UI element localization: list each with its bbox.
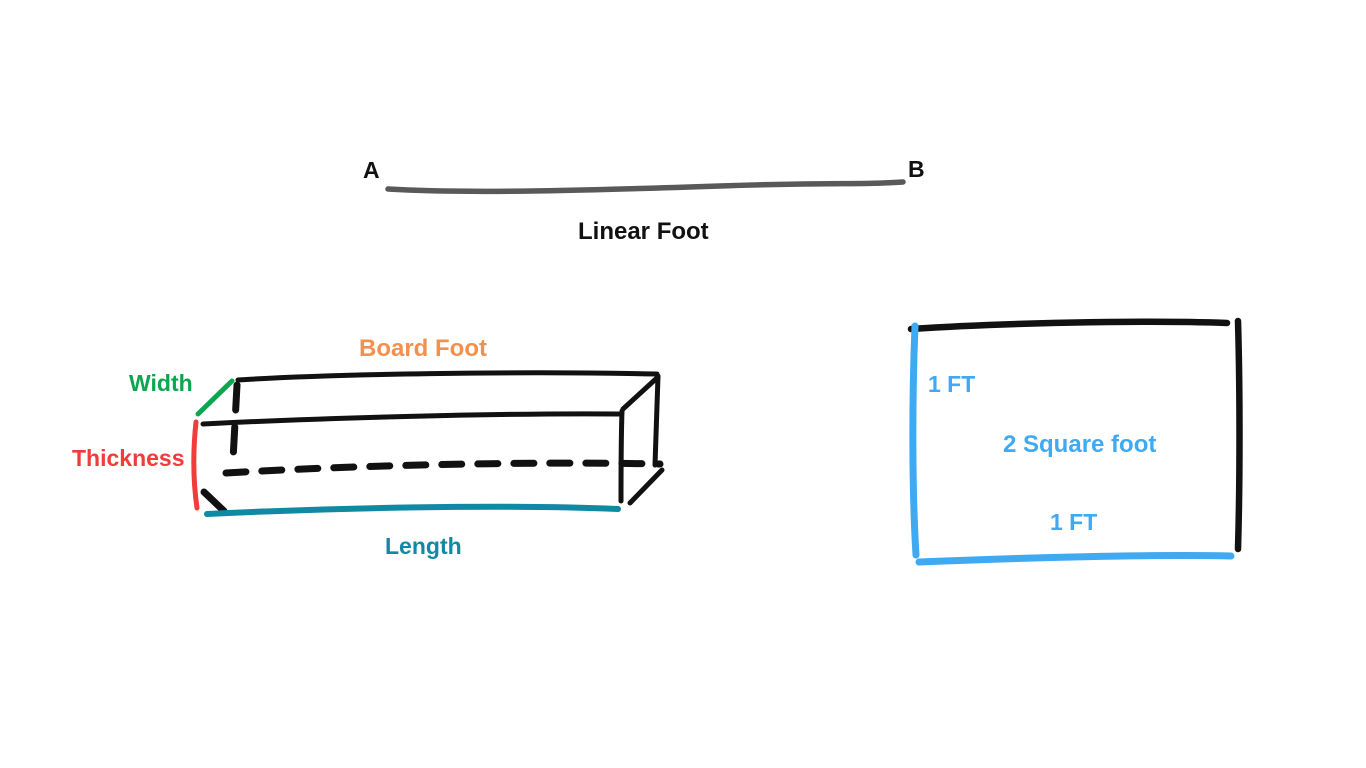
square-top-edge <box>907 318 1231 333</box>
square-bottom-edge <box>915 551 1235 566</box>
square-right-edge <box>1234 317 1243 553</box>
board-sketch <box>200 370 665 515</box>
board-foot-title: Board Foot <box>359 335 487 362</box>
board-hidden-left-edge <box>229 381 241 464</box>
square-left-side-label: 1 FT <box>928 371 976 397</box>
board-hidden-bottom-edge <box>222 459 664 477</box>
board-front-right-edge <box>618 408 625 504</box>
thickness-label: Thickness <box>72 445 185 471</box>
point-b-label: B <box>908 156 925 182</box>
linear-foot-line <box>385 179 906 195</box>
length-indicator-line <box>204 503 621 517</box>
square-foot-sketch <box>907 317 1243 566</box>
board-top-back-edge <box>235 370 660 383</box>
square-area-label: 2 Square foot <box>1003 431 1157 458</box>
board-bottom-left-corner <box>200 488 228 515</box>
thickness-indicator-line <box>191 419 200 511</box>
square-bottom-side-label: 1 FT <box>1050 509 1098 535</box>
length-label: Length <box>385 533 462 559</box>
board-top-right-diagonal <box>620 374 661 412</box>
width-indicator-line <box>195 378 235 417</box>
board-bottom-right-diagonal <box>627 467 665 506</box>
linear-foot-label: Linear Foot <box>578 218 709 245</box>
point-a-label: A <box>363 157 380 183</box>
width-label: Width <box>129 370 193 396</box>
board-front-top-edge <box>200 411 622 427</box>
board-back-right-edge <box>652 373 661 468</box>
square-left-edge <box>909 322 920 559</box>
